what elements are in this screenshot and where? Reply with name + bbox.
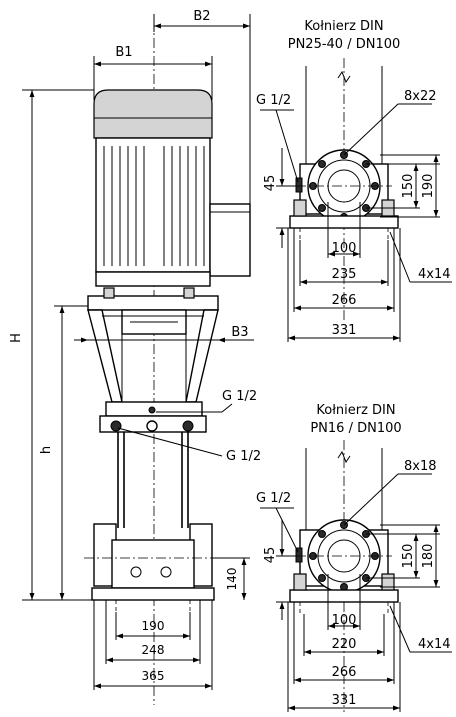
flange-top-235: 235 [332, 267, 357, 282]
dim-b2: B2 [153, 9, 251, 204]
motor-fins [103, 146, 205, 266]
label-b2: B2 [193, 9, 210, 24]
callout-g-upper: G 1/2 [156, 389, 257, 413]
label-248: 248 [142, 643, 165, 657]
pump-side-view [84, 20, 251, 705]
callout-g-lower: G 1/2 [117, 427, 261, 464]
dim-b1: B1 [93, 45, 213, 100]
flange-top-holes: 4x14 [418, 267, 451, 282]
dim-h-total: H [9, 89, 94, 601]
dim-h-flange: h [39, 305, 88, 600]
label-140: 140 [225, 568, 239, 591]
flange-top-title-1: Kołnierz DIN [304, 19, 383, 34]
flange-bottom-bolts: 8x18 [404, 459, 437, 474]
label-365: 365 [142, 669, 165, 683]
flange-bottom-150: 150 [401, 544, 416, 569]
flange-detail-bottom: Kołnierz DIN PN16 / DN100 8x18 G 1/2 [256, 403, 452, 712]
label-h-total: H [9, 333, 24, 343]
dim-base: 190 248 365 [93, 600, 213, 690]
flange-bottom-100: 100 [332, 613, 357, 628]
flange-bottom-title-1: Kołnierz DIN [316, 403, 395, 418]
flange-top-title-2: PN25-40 / DN100 [288, 37, 401, 52]
label-b3: B3 [231, 325, 248, 340]
flange-top-100: 100 [332, 241, 357, 256]
flange-detail-top: Kołnierz DIN PN25-40 / DN100 8x22 G 1/2 [256, 19, 452, 342]
label-g-upper: G 1/2 [222, 389, 257, 404]
flange-top-266: 266 [332, 293, 357, 308]
flange-top-331: 331 [332, 323, 357, 338]
flange-top-190: 190 [421, 174, 436, 199]
flange-bottom-266: 266 [332, 665, 357, 680]
flange-bottom-holes: 4x14 [418, 637, 451, 652]
label-b1: B1 [115, 45, 132, 60]
flange-bottom-45: 45 [263, 547, 278, 564]
flange-top-150: 150 [401, 174, 416, 199]
label-190: 190 [142, 619, 165, 633]
flange-top-g: G 1/2 [256, 93, 291, 108]
label-g-lower: G 1/2 [226, 449, 261, 464]
flange-bottom-331: 331 [332, 693, 357, 708]
flange-top-bolts: 8x22 [404, 89, 437, 104]
flange-bottom-title-2: PN16 / DN100 [310, 421, 401, 436]
flange-bottom-220: 220 [332, 637, 357, 652]
flange-bottom-g: G 1/2 [256, 491, 291, 506]
dim-140: 140 [212, 557, 250, 600]
flange-top-45: 45 [263, 175, 278, 192]
flange-bottom-180: 180 [421, 544, 436, 569]
dim-b3: B3 [74, 325, 254, 343]
label-h-flange: h [39, 446, 54, 454]
